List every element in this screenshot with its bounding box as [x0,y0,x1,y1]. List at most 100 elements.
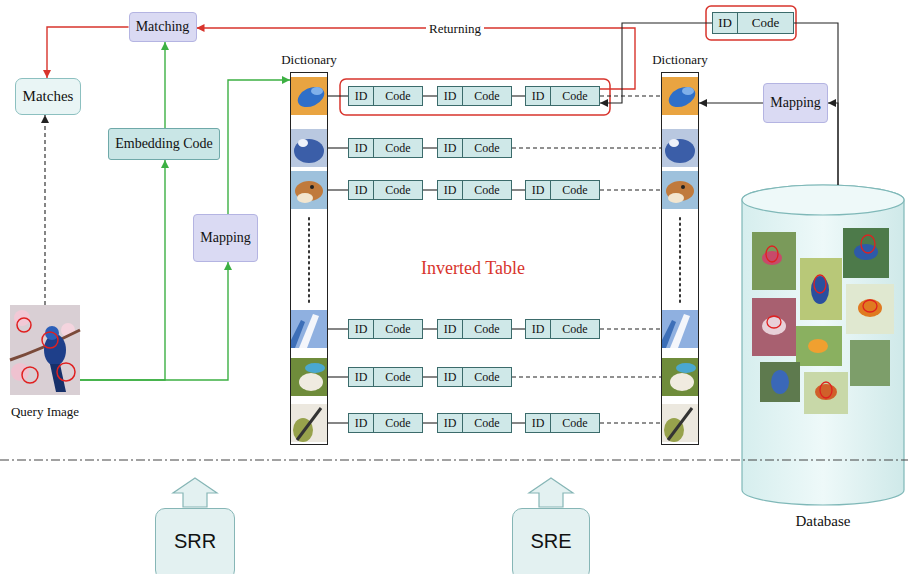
connector [512,189,525,190]
connector [328,376,348,377]
box-label: Mapping [770,95,821,111]
box-label: Matches [23,88,74,105]
cell-field: ID [349,414,374,432]
id-code-cell: IDCode [348,180,423,200]
connector [600,422,661,423]
process-box: Embedding Code [108,128,220,160]
id-code-cell: IDCode [348,138,423,158]
thumbnail [662,129,698,167]
cell-field: ID [349,87,374,105]
cell-field: ID [349,181,374,199]
keypoint-circle [17,318,31,332]
dictionary-frame [290,72,328,445]
highlight-outline [706,6,796,40]
keypoint-circle [22,367,38,383]
dictionary-thumbnails [291,77,698,442]
photo [752,298,796,356]
process-box: SRE [512,508,590,574]
connector [423,376,437,377]
id-code-cell: IDCode [437,180,512,200]
thumbnail [662,404,698,442]
cell-field: Code [463,414,511,432]
photo [760,362,800,402]
keypoint-circle [767,316,781,328]
photo [800,258,842,320]
query-image [10,305,80,395]
connector [328,95,348,96]
cell-field: ID [349,320,374,338]
connector [423,95,437,96]
cell-field: Code [551,87,599,105]
image-caption: Query Image [11,403,79,420]
photo-detail [858,299,882,317]
cell-field: ID [713,13,738,33]
process-box: Matching [129,12,197,42]
process-box: Matches [15,78,81,115]
ellipsis-dots [308,218,310,302]
image-panel: Query Image [10,305,80,420]
connector [699,102,763,103]
cell-field: Code [463,320,511,338]
photo [752,232,796,290]
connector [512,147,661,148]
cell-field: ID [438,87,463,105]
connector [328,189,348,190]
id-code-cell: IDCode [712,12,794,34]
keypoint-circle [42,332,58,348]
photo-detail [771,370,789,394]
process-box: Mapping [763,83,828,123]
block-arrow [173,478,217,507]
cell-field: ID [438,368,463,386]
photo-detail [762,317,786,335]
keypoint-circle [57,363,75,381]
cylinder-body [742,185,904,505]
cell-field: Code [374,181,422,199]
cell-field: ID [438,414,463,432]
cell-field: Code [463,87,511,105]
photo [804,372,848,414]
cell-field: Code [738,13,793,33]
cell-field: ID [526,181,551,199]
dictionary-column: Dictionary [650,52,710,445]
connector [600,189,661,190]
connector [164,42,165,128]
image-panel: Database [742,185,904,530]
id-code-cell: IDCode [437,319,512,339]
photo [796,326,842,366]
dictionary-frame [661,72,699,445]
cell-field: ID [526,87,551,105]
cell-field: Code [374,368,422,386]
id-code-cell: IDCode [437,413,512,433]
photo [843,228,889,278]
edge-label: Returning [426,21,484,36]
thumbnail [662,310,698,348]
process-box: Mapping [193,214,258,262]
keypoint-circle [766,246,778,262]
thumbnail [291,358,327,396]
cell-field: Code [551,320,599,338]
highlight-outline [340,79,610,115]
thumbnail [291,404,327,442]
connector [44,115,45,305]
cell-field: ID [438,320,463,338]
thumbnail [662,77,698,115]
connector [197,28,636,89]
thumbnail [662,171,698,209]
connector [512,95,525,96]
keypoint-circle [863,300,877,312]
photo-detail [811,276,829,304]
cell-field: ID [438,139,463,157]
dictionary-heading: Dictionary [281,52,337,68]
cell-field: ID [438,181,463,199]
cell-field: Code [374,320,422,338]
connector [80,160,165,380]
connector [423,189,437,190]
cell-field: Code [551,414,599,432]
connector [828,103,838,185]
cell-field: Code [551,181,599,199]
connector [512,328,525,329]
process-box: SRR [155,508,235,574]
connector [600,95,661,96]
keypoint-circle [820,382,832,398]
